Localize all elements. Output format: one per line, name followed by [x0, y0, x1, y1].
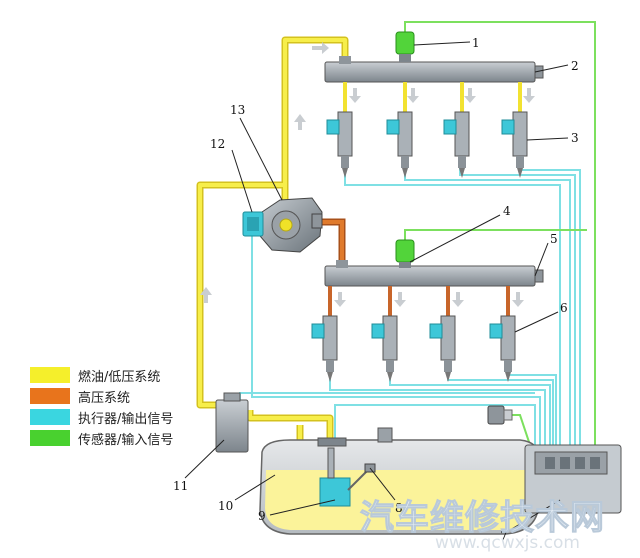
callout-4: 4: [503, 204, 511, 218]
engine-control-unit: [524, 444, 622, 514]
callout-2: 2: [571, 59, 579, 73]
upper-injectors: [326, 111, 528, 178]
callout-13: 13: [230, 103, 245, 117]
lower-injectors: [311, 315, 516, 382]
upper-fuel-rail: [324, 56, 544, 83]
watermark-text: 汽车维修技术网: [360, 498, 605, 539]
legend-item-low-pressure: 燃油/低压系统: [30, 366, 173, 385]
legend-item-actuator: 执行器/输出信号: [30, 408, 174, 427]
watermark: 汽车维修技术网 www.qcwxjs.com: [360, 490, 605, 554]
callout-7: 7: [500, 529, 508, 543]
callout-11: 11: [173, 479, 188, 493]
upper-feed-arrows: [349, 88, 535, 103]
callout-3: 3: [571, 131, 579, 145]
upper-rail-feeds: [343, 82, 522, 112]
legend: 燃油/低压系统 高压系统 执行器/输出信号 传感器/输入信号: [30, 366, 173, 450]
lower-rail-feeds: [328, 286, 510, 316]
fuel-pump-module: [319, 447, 351, 507]
upper-pressure-sensor: [395, 31, 415, 62]
callout-9: 9: [258, 509, 266, 523]
legend-item-high-pressure: 高压系统: [30, 387, 173, 406]
callout-1: 1: [472, 36, 480, 50]
callout-6: 6: [560, 301, 568, 315]
sensor-wiring: [404, 21, 596, 446]
flow-arrows: [200, 42, 329, 303]
lower-pressure-sensor: [395, 239, 415, 268]
lower-fuel-rail: [324, 260, 544, 287]
legend-swatch-green: [30, 430, 70, 446]
legend-swatch-yellow: [30, 367, 70, 383]
legend-swatch-orange: [30, 388, 70, 404]
watermark-url: www.qcwxjs.com: [435, 533, 580, 553]
low-pressure-lines: [198, 38, 347, 448]
callout-8: 8: [395, 501, 403, 515]
actuator-wiring: [239, 150, 581, 445]
legend-label: 燃油/低压系统: [78, 369, 161, 385]
callout-10: 10: [218, 499, 233, 513]
high-pressure-pump: [259, 197, 323, 253]
legend-label: 执行器/输出信号: [78, 411, 174, 427]
callout-12: 12: [210, 137, 225, 151]
side-sensor: [487, 405, 513, 425]
legend-item-sensor: 传感器/输入信号: [30, 429, 174, 448]
callout-leaders: [184, 41, 569, 531]
fuel-pressure-control-valve: [242, 211, 264, 237]
callout-5: 5: [550, 232, 558, 246]
hp-line: [318, 220, 344, 262]
lower-feed-arrows: [334, 292, 524, 307]
legend-label: 传感器/输入信号: [78, 432, 174, 448]
pressure-regulator: [215, 392, 249, 453]
legend-label: 高压系统: [78, 390, 131, 406]
callout-numbers: 1 2 3 4 5 6 7 8 9 10 11 12 13: [173, 36, 579, 543]
legend-swatch-cyan: [30, 409, 70, 425]
